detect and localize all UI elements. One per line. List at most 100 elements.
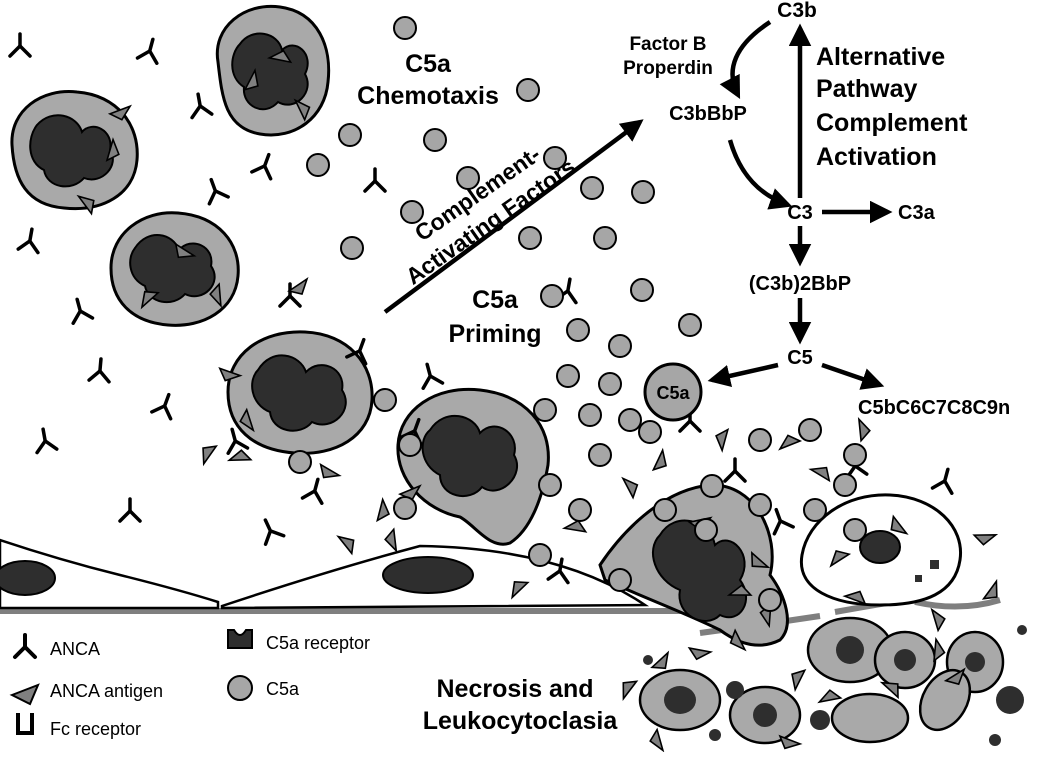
label-chemotaxis-2: Chemotaxis — [357, 82, 499, 110]
anca-antigen — [107, 104, 133, 121]
anca-antigen — [829, 549, 852, 568]
c5a-particle — [608, 334, 632, 358]
label-c3b2bbp: (C3b)2BbP — [749, 273, 851, 295]
label-c3a: C3a — [898, 202, 936, 224]
anca-antigen — [209, 282, 222, 309]
anca-antigen — [622, 680, 639, 701]
c5a-particle — [638, 420, 662, 444]
anca-antigen — [376, 497, 391, 523]
c5a-particle — [843, 518, 867, 542]
c5a-particle — [803, 498, 827, 522]
anca-antigen — [319, 462, 342, 479]
c5a-particle — [393, 496, 417, 520]
arrow-c5-to-c5a — [707, 362, 779, 387]
anca-antibody — [118, 497, 142, 523]
anca-antibody — [207, 177, 230, 206]
c5a-particle — [456, 166, 480, 190]
anca-antigen — [140, 290, 160, 310]
anca-antigen — [715, 427, 730, 453]
anca-antigen — [649, 727, 665, 753]
anca-antibody — [150, 392, 173, 421]
anca-antigen — [879, 681, 899, 700]
c5a-particle — [694, 518, 718, 542]
label-priming-1: C5a — [472, 286, 519, 314]
c5a-particle — [833, 473, 857, 497]
c5a-particle — [540, 284, 564, 308]
arrow-c3b-to-c3bbbp — [719, 20, 772, 99]
anca-antigen — [857, 416, 871, 443]
c5a-particle — [566, 318, 590, 342]
label-c5a: C5a — [656, 383, 690, 403]
c5a-particle — [630, 278, 654, 302]
anca-antibody — [345, 337, 368, 366]
c5a-particle — [568, 498, 592, 522]
anca-antigen — [243, 67, 259, 91]
c5a-particle — [393, 16, 417, 40]
anca-antigen — [981, 578, 998, 600]
anca-antigen — [336, 535, 355, 556]
anca-antibody — [772, 507, 795, 536]
legend-antigen-icon — [9, 683, 40, 706]
c5a-particle — [538, 473, 562, 497]
anca-antibody — [190, 92, 214, 120]
neutrophil — [109, 211, 240, 327]
anca-antigen — [778, 434, 803, 451]
legend-fc-receptor-label: Fc receptor — [50, 719, 141, 739]
anca-antigen — [76, 194, 95, 216]
c5a-particle — [533, 398, 557, 422]
c5a-particle — [593, 226, 617, 250]
title-line-3: Complement — [816, 109, 968, 137]
pathway-labels: C3b Factor B Properdin C3bBbP Alternativ… — [623, 0, 1010, 419]
title-line-2: Pathway — [816, 75, 918, 103]
c5a-particle — [653, 498, 677, 522]
anca-antigen — [511, 580, 530, 600]
c5a-particle — [578, 403, 602, 427]
endothelial-nucleus-1 — [0, 560, 56, 596]
c5a-particle — [631, 180, 655, 204]
legend-anca-icon — [13, 633, 37, 659]
anca-antigen — [202, 445, 218, 467]
label-factor-b: Factor B — [629, 34, 706, 55]
label-chemotaxis-1: C5a — [405, 50, 452, 78]
anca-antigen — [687, 646, 714, 661]
anca-antigen — [890, 514, 909, 535]
anca-antigen — [650, 650, 670, 670]
c5a-particle — [340, 236, 364, 260]
label-mac: C5bC6C7C8C9n — [858, 397, 1010, 419]
legend-anca-label: ANCA — [50, 639, 100, 659]
c5a-particle — [758, 588, 782, 612]
legend-c5a-label: C5a — [266, 679, 300, 699]
arrow-activating-factors — [383, 119, 644, 314]
anca-antigen — [293, 98, 311, 122]
label-properdin: Properdin — [623, 58, 713, 79]
label-c5: C5 — [787, 347, 813, 369]
label-priming-2: Priming — [448, 320, 541, 348]
c5a-particle — [588, 443, 612, 467]
cell-debris — [638, 560, 1027, 746]
anca-antibody — [226, 427, 250, 455]
anca-antigen — [218, 367, 243, 382]
c5a-particle — [843, 443, 867, 467]
c5a-particle — [556, 364, 580, 388]
fragment — [873, 630, 937, 690]
anca-antigen — [561, 519, 588, 533]
c5a-particle — [700, 474, 724, 498]
c5a-particle — [580, 176, 604, 200]
anca-antigen — [651, 447, 668, 472]
fragment — [728, 685, 802, 745]
c5a-particle — [748, 493, 772, 517]
title-line-4: Activation — [816, 143, 937, 171]
anca-antibody — [250, 152, 273, 181]
c5a-particles — [288, 16, 867, 612]
anca-antigen — [105, 137, 120, 162]
label-c3bbbp: C3bBbP — [669, 103, 747, 125]
neutrophil — [396, 387, 550, 546]
anca-antibody — [363, 167, 387, 193]
migrating-neutrophil — [598, 483, 789, 647]
c5a-particle — [748, 428, 772, 452]
c5a-particle — [528, 543, 552, 567]
anca-antigen — [778, 734, 803, 750]
anca-antibody — [8, 32, 32, 58]
pathway-arrows — [383, 20, 893, 390]
